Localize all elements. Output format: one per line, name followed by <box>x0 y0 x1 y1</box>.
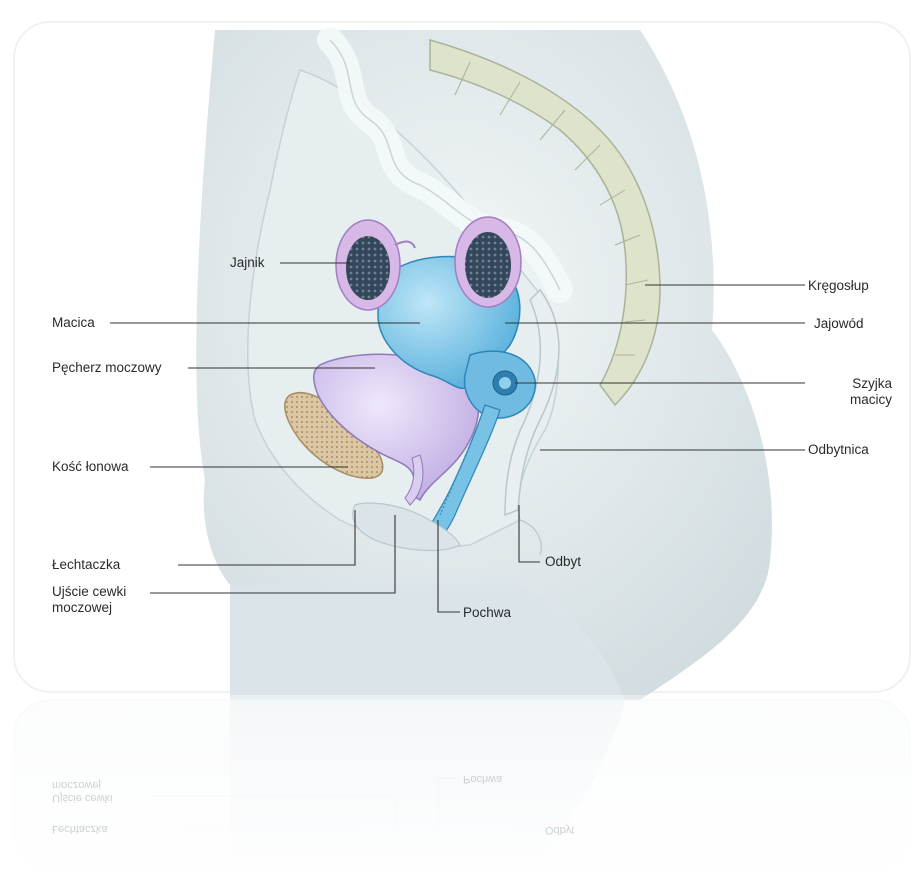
reflection-label-anus: Odbyt <box>545 823 574 836</box>
ovary-right <box>455 217 521 307</box>
label-spine: Kręgosłup <box>808 278 869 294</box>
label-cervix: Szyjka macicy <box>808 376 892 408</box>
cervix-os-inner <box>499 377 511 389</box>
reflection-fade <box>0 695 921 874</box>
label-ovary: Jajnik <box>230 255 265 271</box>
reflection-label-clitoris: Łechtaczka <box>52 822 108 835</box>
label-uterus: Macica <box>52 315 95 331</box>
label-pubic-bone: Kość łonowa <box>52 459 129 475</box>
label-fallopian-tube: Jajowód <box>814 316 864 332</box>
label-vagina: Pochwa <box>463 605 511 621</box>
label-clitoris: Łechtaczka <box>52 557 120 573</box>
label-urethral-opening: Ujście cewki moczowej <box>52 584 126 616</box>
label-rectum: Odbytnica <box>808 442 869 458</box>
ovary-left <box>336 220 400 310</box>
reflection-label-urethral-opening: Ujście cewki moczowej <box>52 778 113 804</box>
label-anus: Odbyt <box>545 554 581 570</box>
reflection-label-vagina: Pochwa <box>463 772 502 785</box>
label-bladder: Pęcherz moczowy <box>52 360 162 376</box>
